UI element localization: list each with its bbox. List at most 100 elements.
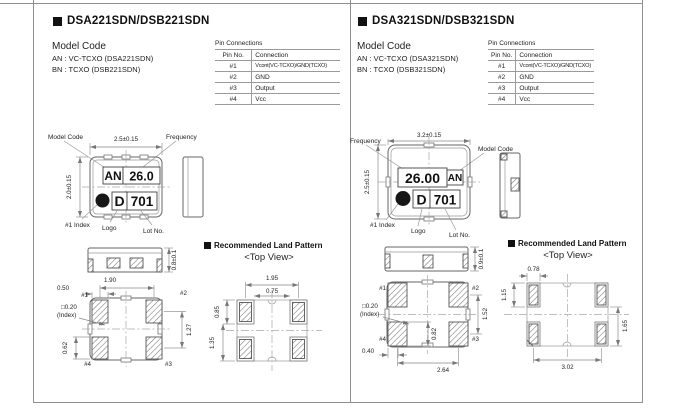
col-header-pin: Pin No. — [215, 49, 253, 61]
label-frequency: Frequency — [350, 138, 381, 145]
land-pattern-header: Recommended Land Pattern — [204, 241, 322, 250]
label-model-code: Model Code — [478, 146, 513, 153]
pin-connection: Output — [251, 82, 340, 94]
pin-connection: GND — [515, 71, 594, 83]
pin-connection: GND — [251, 71, 340, 83]
dim-pitch-y: 1.27 — [186, 323, 193, 336]
pin-connections-title: Pin Connections — [215, 40, 263, 47]
marking-lot: 701 — [131, 194, 154, 209]
marking: AN 26.0 D 701 — [95, 166, 161, 211]
index-chamfer-mark — [526, 339, 534, 347]
land-pattern-subtitle: <Top View> — [543, 250, 593, 261]
pad-4 — [91, 336, 109, 360]
model-code-heading: Model Code — [357, 41, 411, 52]
package-side-view — [182, 156, 204, 218]
pin-connections-block: Pin Connections Pin No. Connection #1 Vc… — [488, 40, 594, 105]
land-pattern-view-221: 1.95 0.75 0.85 1.35 — [209, 275, 322, 371]
dim-pitch-y: 1.65 — [622, 319, 629, 332]
dim-pitch-y: 1.35 — [209, 336, 216, 349]
dim-gap: 0.75 — [266, 288, 279, 295]
section-title-row: DSA321SDN/DSB321SDN — [358, 15, 515, 27]
dim-body-width: 3.2±0.15 — [417, 132, 442, 139]
dim-thickness: 0.8±0.1 — [171, 249, 178, 270]
dim-pad-width: 0.40 — [362, 348, 375, 355]
index-dot-icon — [395, 191, 411, 206]
bullet-square-icon — [358, 16, 367, 26]
col-header-connection: Connection — [515, 49, 594, 61]
marking-frequency: 26.0 — [129, 170, 153, 184]
index-label: (Index) — [360, 311, 379, 318]
label-index: #1 Index — [65, 222, 91, 229]
table-row: #1 Vcont(VC-TCXO)/GND(TCXO) — [215, 60, 340, 72]
pin-no: #2 — [215, 71, 253, 83]
marking-model: AN — [104, 169, 121, 183]
pin-connections-block: Pin Connections Pin No. Connection #1 Vc… — [215, 40, 340, 105]
pad-3 — [448, 321, 469, 347]
package-top-view-221: 2.5±0.15 2.0±0.15 Model Code Frequency A… — [48, 134, 204, 235]
table-row: #2 GND — [488, 71, 594, 83]
bullet-square-icon — [53, 16, 62, 26]
pad-3 — [145, 336, 163, 360]
section-title: DSA221SDN/DSB221SDN — [67, 15, 210, 27]
frame-bottom-line — [33, 402, 643, 403]
col-header-pin: Pin No. — [488, 49, 517, 61]
package-bottom-view-321: 0.9±0.1 #1 #2 #4 #3 □0.20 (Index) 1.52 — [360, 246, 489, 374]
pin-no: #4 — [215, 93, 253, 105]
dim-pad-width: 0.78 — [527, 266, 540, 273]
pin2-label: #2 — [472, 285, 479, 292]
section-title-row: DSA221SDN/DSB221SDN — [53, 15, 210, 27]
section-title: DSA321SDN/DSB321SDN — [372, 15, 515, 27]
table-row: #1 Vcont(VC-TCXO)/GND(TCXO) — [488, 60, 594, 72]
label-index: #1 Index — [370, 222, 396, 229]
model-code-line: AN : VC-TCXO (DSA221SDN) — [52, 54, 154, 63]
model-code-line: AN : VC-TCXO (DSA321SDN) — [357, 54, 459, 63]
dim-pad-height: 0.62 — [62, 341, 69, 354]
index-mark-dim: □0.20 — [61, 304, 77, 311]
dim-pad-width: 0.50 — [57, 285, 70, 292]
marking-logo: D — [114, 193, 124, 209]
dim-pitch-x: 3.02 — [561, 364, 574, 371]
land-pads — [526, 282, 609, 347]
land-pads — [236, 299, 308, 362]
pin-connection: Vcc — [251, 93, 340, 105]
dim-pad-height: 1.15 — [501, 288, 508, 301]
dim-pad-height: 0.82 — [431, 327, 438, 340]
pin3-label: #3 — [472, 336, 479, 343]
label-lot: Lot No. — [449, 232, 470, 239]
model-code-line: BN : TCXO (DSB321SDN) — [357, 65, 446, 74]
index-label: (Index) — [57, 312, 76, 319]
pin-no: #4 — [488, 93, 517, 105]
package-side-view — [499, 152, 521, 219]
pin-connection: Vcont(VC-TCXO)/GND(TCXO) — [251, 60, 340, 72]
label-model-code: Model Code — [48, 134, 83, 141]
pin-no: #2 — [488, 71, 517, 83]
marking-model: AN — [448, 173, 462, 184]
dim-pad-height: 0.85 — [214, 305, 221, 318]
marking-logo: D — [416, 192, 426, 208]
land-pattern-subtitle: <Top View> — [244, 252, 294, 263]
pin1-label: #1 — [81, 292, 88, 299]
pad-1 — [91, 299, 109, 324]
land-pattern-title: Recommended Land Pattern — [518, 239, 627, 248]
dim-thickness: 0.9±0.1 — [478, 248, 485, 269]
marking-frequency: 26.00 — [405, 170, 440, 186]
label-logo: Logo — [411, 228, 426, 235]
pad-2 — [448, 282, 469, 308]
frame-right-line — [642, 0, 643, 402]
table-row: #3 Output — [488, 82, 594, 94]
model-code-heading: Model Code — [52, 41, 106, 52]
dim-pitch-y: 1.52 — [482, 307, 489, 320]
pad-1 — [387, 282, 408, 308]
dim-body-height: 2.0±0.15 — [66, 174, 73, 199]
pin-connection: Vcc — [515, 93, 594, 105]
pin3-label: #3 — [165, 361, 172, 368]
dim-pitch-x: 2.64 — [437, 367, 450, 374]
table-header-row: Pin No. Connection — [488, 49, 594, 61]
model-code-block: Model Code AN : VC-TCXO (DSA221SDN) BN :… — [52, 41, 153, 74]
pin-no: #1 — [488, 60, 517, 72]
index-mark-dim: □0.20 — [362, 303, 378, 310]
label-frequency: Frequency — [166, 134, 197, 141]
dim-pitch-x: 1.90 — [104, 277, 117, 284]
frame-divider-line — [350, 0, 351, 402]
